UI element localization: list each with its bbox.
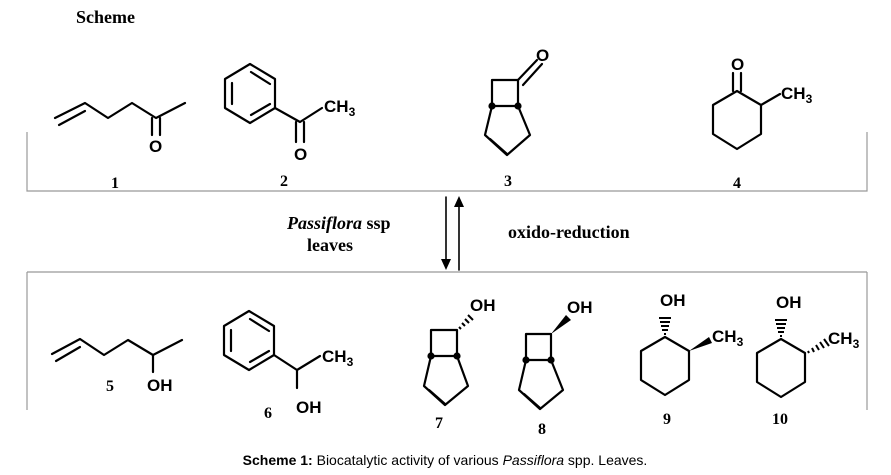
compound-9-methyl-group: CH3 bbox=[712, 327, 744, 349]
compound-6-structure: CH3 OH bbox=[222, 309, 354, 417]
substrate-panel-frame bbox=[26, 132, 868, 192]
compound-9-structure: OH CH3 bbox=[639, 291, 744, 397]
compound-9-hydroxyl: OH bbox=[660, 291, 686, 310]
compound-10-methyl-group: CH3 bbox=[828, 329, 860, 351]
compound-10-structure: OH CH3 bbox=[755, 293, 860, 399]
compound-7-hydroxyl: OH bbox=[470, 296, 496, 315]
compound-8-label: 8 bbox=[538, 421, 546, 438]
reaction-condition-part: leaves bbox=[307, 235, 353, 255]
scheme-heading: Scheme bbox=[76, 7, 135, 27]
figure-caption: Scheme 1: Biocatalytic activity of vario… bbox=[243, 452, 648, 468]
compound-3-oxygen: O bbox=[536, 46, 549, 65]
compound-9-label: 9 bbox=[663, 411, 671, 428]
compound-7-label: 7 bbox=[435, 415, 443, 432]
compound-1-structure: O bbox=[53, 101, 187, 156]
compound-8-structure: OH bbox=[517, 298, 593, 411]
compound-10-hydroxyl: OH bbox=[776, 293, 802, 312]
compound-6-hydroxyl: OH bbox=[296, 398, 322, 417]
product-panel-frame bbox=[26, 271, 868, 410]
compound-4-label: 4 bbox=[733, 175, 741, 192]
compound-3-label: 3 bbox=[504, 173, 512, 190]
compound-1-oxygen: O bbox=[149, 137, 162, 156]
compound-4-methyl-group: CH3 bbox=[781, 84, 813, 106]
compound-5-structure: OH bbox=[50, 337, 184, 395]
compound-3-structure: O bbox=[483, 46, 549, 157]
compound-2-structure: CH3 O bbox=[223, 62, 356, 164]
compound-7-structure: OH bbox=[422, 296, 496, 407]
compound-6-methyl-group: CH3 bbox=[322, 347, 354, 369]
compound-4-structure: O CH3 bbox=[711, 55, 813, 151]
compound-8-hydroxyl: OH bbox=[567, 298, 593, 317]
compound-6-label: 6 bbox=[264, 405, 272, 422]
reaction-condition-process: oxido-reduction bbox=[508, 222, 630, 242]
compound-5-label: 5 bbox=[106, 378, 114, 395]
compound-4-oxygen: O bbox=[731, 55, 744, 74]
compound-5-hydroxyl: OH bbox=[147, 376, 173, 395]
equilibrium-arrows bbox=[441, 196, 464, 271]
compound-10-label: 10 bbox=[772, 411, 788, 428]
compound-2-oxygen: O bbox=[294, 145, 307, 164]
reaction-condition-organism: Passiflora ssp bbox=[286, 213, 391, 233]
compound-2-methyl-group: CH3 bbox=[324, 97, 356, 119]
compound-2-label: 2 bbox=[280, 173, 288, 190]
compound-1-label: 1 bbox=[111, 175, 119, 192]
